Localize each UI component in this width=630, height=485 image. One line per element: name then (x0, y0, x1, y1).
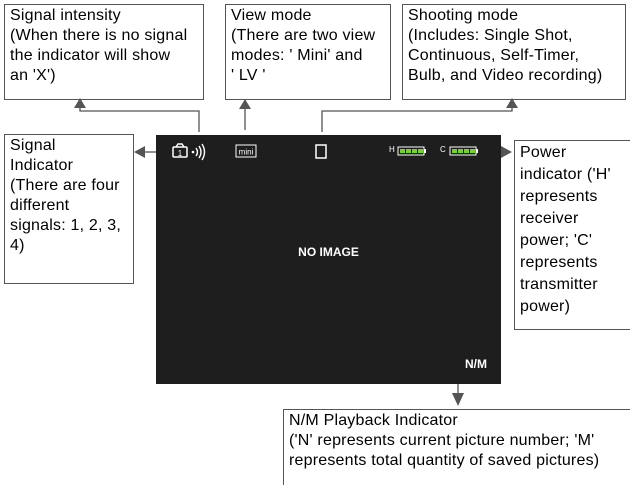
camera-channel-icon (172, 143, 188, 158)
callout-line: the indicator will show (10, 47, 171, 64)
callout-line: signals: 1, 2, 3, (10, 217, 122, 234)
callout-line: ' LV ' (231, 67, 266, 84)
callout-line: 4) (10, 237, 25, 254)
callout-line: an 'X') (10, 67, 56, 84)
callout-line: Bulb, and Video recording) (408, 67, 603, 84)
callout-line: (Includes: Single Shot, (408, 27, 573, 44)
callout-line: modes: ' Mini' and (231, 47, 363, 64)
arrowhead (134, 146, 145, 158)
view-mode-icon-text: mini (239, 148, 254, 157)
signal-indicator-callout: Signal Indicator (There are four differe… (4, 134, 134, 284)
signal-intensity-connector (79, 106, 200, 132)
callout-line: power) (520, 298, 571, 315)
callout-line: (There are four (10, 177, 120, 194)
callout-line: ('N' represents current picture number; … (289, 432, 595, 449)
receiver-battery-label: H (389, 145, 395, 154)
arrowhead (506, 98, 518, 108)
signal-intensity-callout: Signal intensity (When there is no signa… (4, 4, 204, 100)
no-image-text: NO IMAGE (298, 245, 359, 259)
playback-indicator-callout: N/M Playback Indicator ('N' represents c… (283, 409, 630, 485)
callout-line: represents total quantity of saved pictu… (289, 452, 600, 469)
shooting-mode-icon (315, 144, 327, 159)
power-indicator-callout: Power indicator ('H' represents receiver… (514, 140, 630, 330)
transmitter-battery-label: C (440, 145, 446, 154)
arrowhead (452, 393, 464, 406)
callout-line: (There are two view (231, 27, 376, 44)
callout-title: Shooting mode (408, 7, 519, 24)
playback-counter: N/M (465, 357, 487, 371)
callout-title: Signal (10, 137, 56, 154)
callout-title: View mode (231, 7, 312, 24)
callout-line: represents (520, 188, 598, 205)
arrowhead (239, 99, 251, 109)
callout-line: power; 'C' (520, 232, 593, 249)
transmitter-battery-icon (449, 146, 478, 156)
callout-line: Continuous, Self-Timer, (408, 47, 580, 64)
callout-line: different (10, 197, 70, 214)
view-mode-callout: View mode (There are two view modes: ' M… (225, 4, 391, 100)
shooting-mode-callout: Shooting mode (Includes: Single Shot, Co… (402, 4, 626, 100)
receiver-battery-icon (397, 146, 426, 156)
callout-title: Signal intensity (10, 7, 121, 24)
arrowhead (74, 98, 86, 108)
channel-number: 1 (178, 149, 183, 158)
shooting-mode-connector (321, 106, 513, 132)
callout-line: transmitter (520, 276, 598, 293)
callout-line: receiver (520, 210, 579, 227)
device-screen: 1 mini (156, 135, 501, 384)
arrowhead (501, 146, 512, 158)
view-mode-icon: mini (235, 144, 257, 158)
signal-strength-icon (191, 143, 206, 161)
callout-line: represents (520, 254, 598, 271)
callout-title: Power (520, 144, 567, 161)
callout-line: Indicator (10, 157, 74, 174)
callout-line: (When there is no signal (10, 27, 188, 44)
screen-icons: 1 mini (172, 143, 478, 161)
callout-line: indicator ('H' (520, 166, 611, 183)
callout-title: N/M Playback Indicator (289, 412, 458, 429)
